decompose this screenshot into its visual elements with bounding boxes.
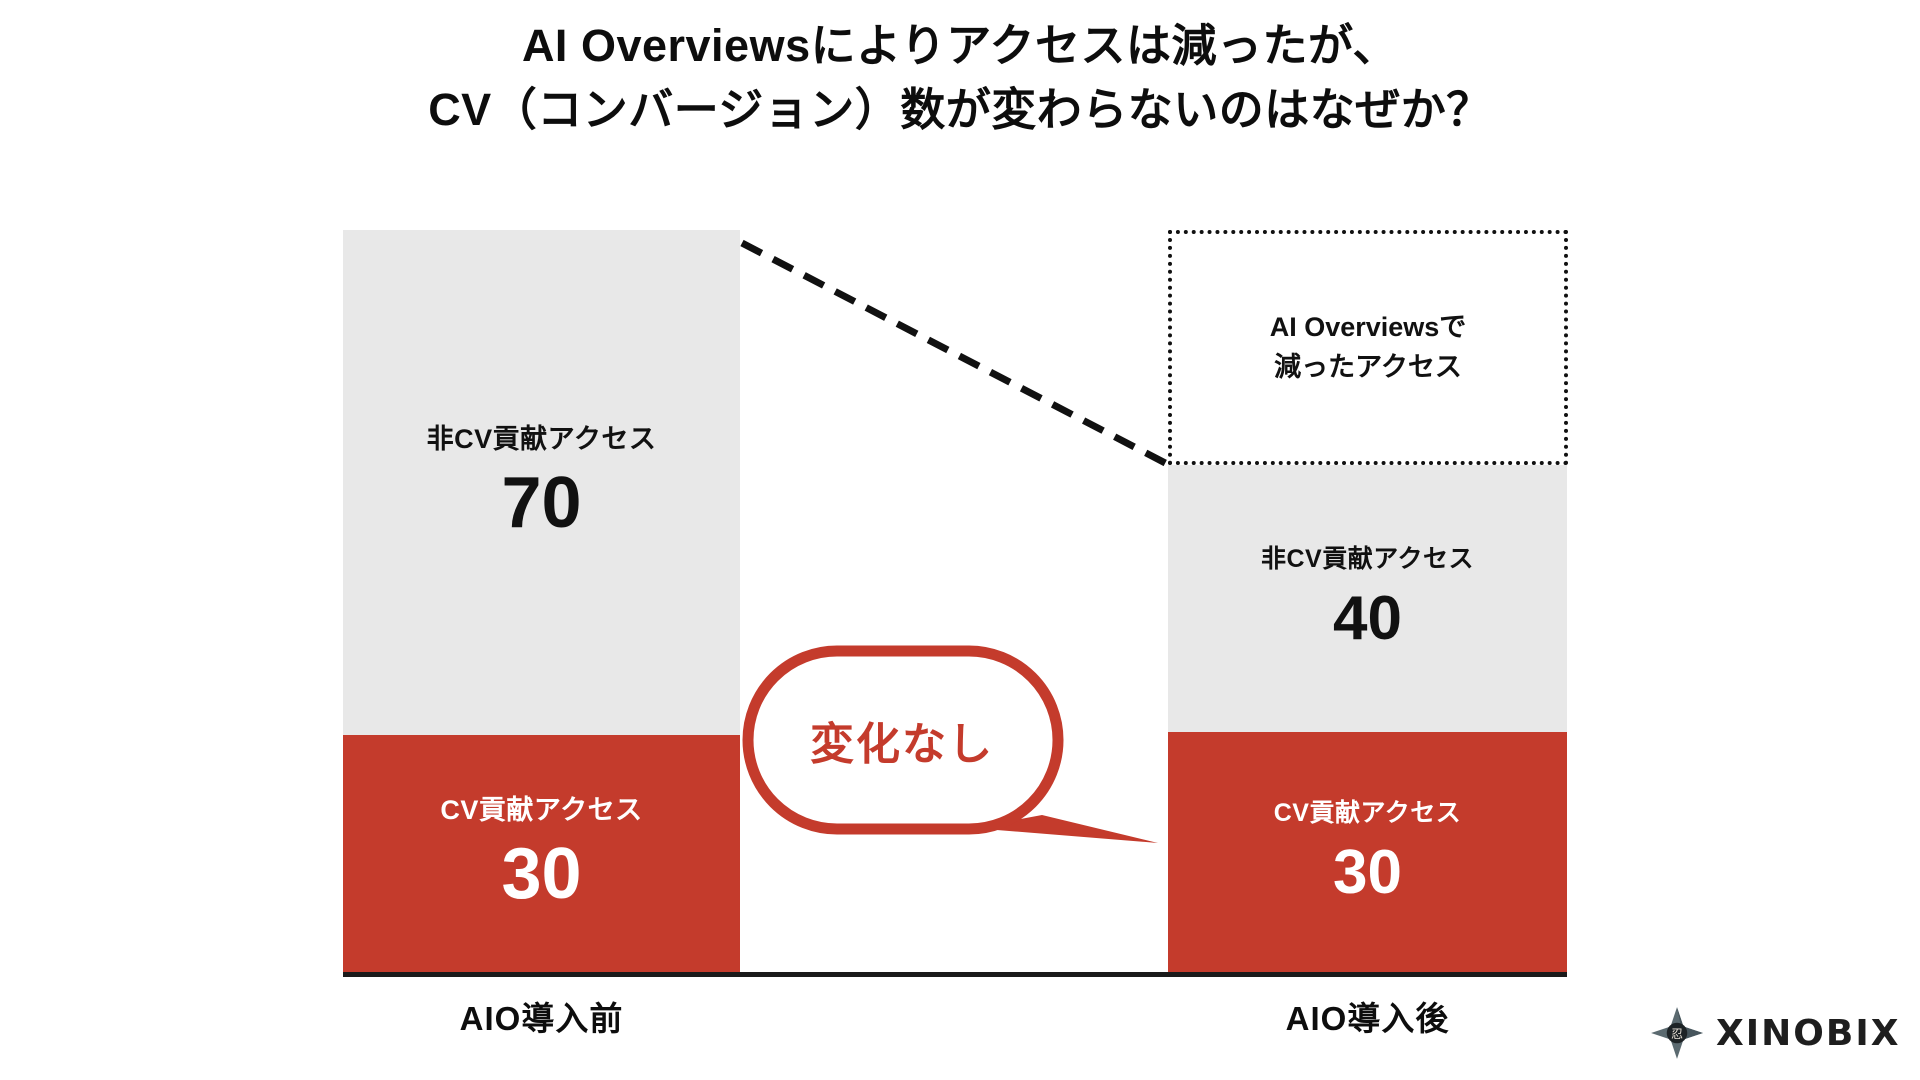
bar-segment-cv-after: CV貢献アクセス 30 [1168,732,1567,972]
category-label-before: AIO導入前 [459,1000,624,1037]
dashed-connector-stroke [740,239,1175,471]
axis-baseline [343,972,1567,977]
bar-segment-noncv-after: 非CV貢献アクセス 40 [1168,465,1567,732]
callout-body [742,645,1064,835]
category-label-after: AIO導入後 [1285,1000,1450,1037]
callout-pointer [972,815,1158,843]
no-change-callout: 変化なし [742,645,1172,855]
bar-segment-label: 非CV貢献アクセス [1261,545,1474,573]
shuriken-glyph: 忍 [1671,1027,1683,1041]
bar-segment-value: 30 [1333,837,1402,907]
lost-access-callout-box: AI Overviewsで 減ったアクセス [1168,230,1568,465]
bar-segment-label: CV貢献アクセス [440,795,643,825]
bar-segment-value: 30 [501,834,582,914]
dashed-connector-line [740,239,1175,471]
title-line-1: AI Overviewsによりアクセスは減ったが、 [521,20,1399,71]
bar-column-after: 非CV貢献アクセス 40 CV貢献アクセス 30 [1168,465,1567,972]
shuriken-center [1666,1022,1688,1044]
shuriken-icon: 忍 [1651,1007,1703,1059]
callout-bubble-shape [742,645,1158,843]
bar-segment-value: 40 [1333,584,1402,653]
page-title: AI Overviewsによりアクセスは減ったが、 CV（コンバージョン）数が変… [0,14,1920,142]
bar-column-before: 非CV貢献アクセス 70 CV貢献アクセス 30 [343,230,740,972]
brand-logo: 忍 XINOBIX [1650,1006,1900,1060]
bar-segment-noncv-before: 非CV貢献アクセス 70 [343,230,740,735]
lost-access-line-2: 減ったアクセス [1274,351,1462,382]
bar-segment-cv-before: CV貢献アクセス 30 [343,735,740,972]
bar-segment-value: 70 [501,463,582,543]
bar-segment-label: CV貢献アクセス [1273,798,1462,827]
bar-segment-label: 非CV貢献アクセス [426,424,657,454]
title-line-2: CV（コンバージョン）数が変わらないのはなぜか？ [428,83,1492,135]
brand-name: XINOBIX [1716,1012,1901,1054]
lost-access-line-1: AI Overviewsで [1269,312,1467,343]
